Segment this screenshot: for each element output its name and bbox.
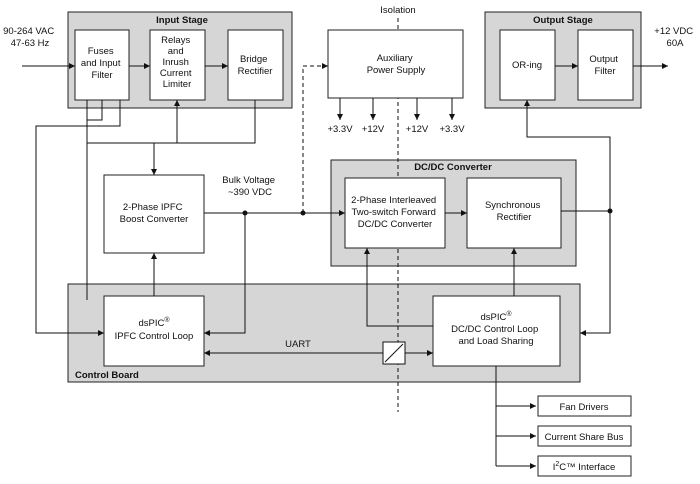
rail-12v-b: +12V (406, 124, 429, 135)
rail-12v-a: +12V (362, 124, 385, 135)
sync-rectifier-label: Synchronous Rectifier (485, 200, 543, 223)
fuses-block (74, 29, 130, 101)
oring-label: OR-ing (512, 60, 542, 71)
fuses-label: Fuses and Input Filter (81, 46, 123, 81)
dspic-dcdc-title: dsPIC® (480, 310, 512, 323)
dspic-ipfc-label: IPFC Control Loop (115, 331, 194, 342)
output-stage-title: Output Stage (533, 15, 593, 26)
output-filter-block (577, 29, 634, 101)
ipfc-boost-block (103, 174, 205, 254)
relays-label: Relays and Inrush Current Limiter (160, 35, 194, 90)
bridge-label: Bridge Rectifier (238, 54, 273, 77)
aux-power-supply-block (327, 29, 464, 99)
ac-input-label: 90-264 VAC 47-63 Hz (3, 26, 57, 49)
bridge-block (227, 29, 284, 101)
forward-converter-label: 2-Phase Interleaved Two-switch Forward D… (351, 195, 439, 230)
dspic-dcdc-label: DC/DC Control Loop and Load Sharing (451, 324, 541, 347)
current-share-bus-label: Current Share Bus (545, 432, 624, 443)
output-filter-label: Output Filter (589, 54, 620, 77)
dcdc-stage-title: DC/DC Converter (414, 162, 492, 173)
fan-drivers-label: Fan Drivers (559, 402, 608, 413)
ipfc-boost-label: 2-Phase IPFC Boost Converter (120, 202, 189, 225)
dspic-dcdc-block (432, 295, 561, 367)
rail-3v3-b: +3.3V (439, 124, 465, 135)
oring-block (499, 29, 556, 101)
i2c-interface-label: I2C™ Interface (553, 461, 616, 473)
control-board-title: Control Board (75, 370, 139, 381)
dspic-ipfc-title: dsPIC® (138, 316, 170, 329)
aux-label: Auxiliary Power Supply (367, 53, 426, 76)
i2c-interface-block (537, 455, 632, 477)
dspic-ipfc-block (103, 295, 205, 367)
uart-label: UART (285, 339, 311, 350)
relays-block (149, 29, 206, 101)
output-voltage-label: +12 VDC 60A (654, 26, 695, 49)
bulk-voltage-label: Bulk Voltage ~390 VDC (222, 175, 277, 198)
rail-3v3-a: +3.3V (327, 124, 353, 135)
forward-converter-block (344, 177, 446, 249)
input-stage-title: Input Stage (156, 15, 208, 26)
fan-drivers-block (537, 395, 632, 417)
sync-rectifier-block (466, 177, 562, 249)
isolation-label: Isolation (380, 5, 415, 16)
current-share-bus-block (537, 425, 632, 447)
